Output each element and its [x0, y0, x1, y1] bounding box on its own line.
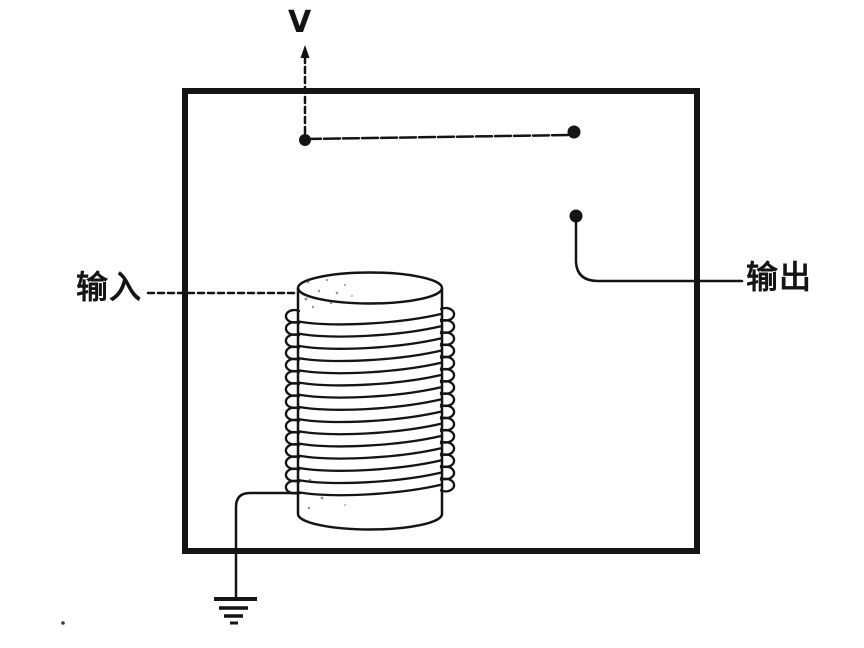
coil-turn [297, 410, 443, 424]
coil-turn [297, 483, 443, 497]
junction-dot-left [299, 134, 311, 146]
arrow-up-icon [300, 45, 310, 58]
output-electrode-dot [569, 209, 583, 223]
coil-windings [284, 306, 456, 497]
output-wire [574, 218, 744, 283]
coil-turn [439, 477, 456, 493]
coil-turn [297, 373, 443, 387]
coil-turn [297, 361, 443, 375]
ground-wire [234, 491, 302, 599]
v-supply-wire [300, 45, 310, 137]
junction-dot-right [567, 125, 581, 139]
coil-top-ellipse [296, 271, 444, 305]
coil-turn [297, 471, 443, 485]
coil-turn [297, 386, 443, 399]
coil-turn [297, 434, 443, 448]
output-label: 输出 [746, 258, 813, 296]
coil [284, 271, 456, 531]
scan-artifact-dot [61, 621, 65, 625]
coil-turn [297, 459, 443, 472]
coil-turn [297, 447, 443, 460]
coil-turn [297, 349, 443, 363]
voltage-label: V [288, 5, 312, 40]
coil-turn [297, 325, 443, 338]
scan-speckles [304, 278, 353, 510]
top-electrode-wire [303, 133, 573, 141]
enclosure-box [182, 88, 700, 554]
coil-turn [297, 422, 443, 436]
input-label: 输入 [76, 268, 143, 306]
coil-turn [297, 312, 443, 326]
ground-icon [214, 597, 257, 625]
coil-turn [297, 337, 443, 350]
coil-turn [297, 398, 443, 411]
